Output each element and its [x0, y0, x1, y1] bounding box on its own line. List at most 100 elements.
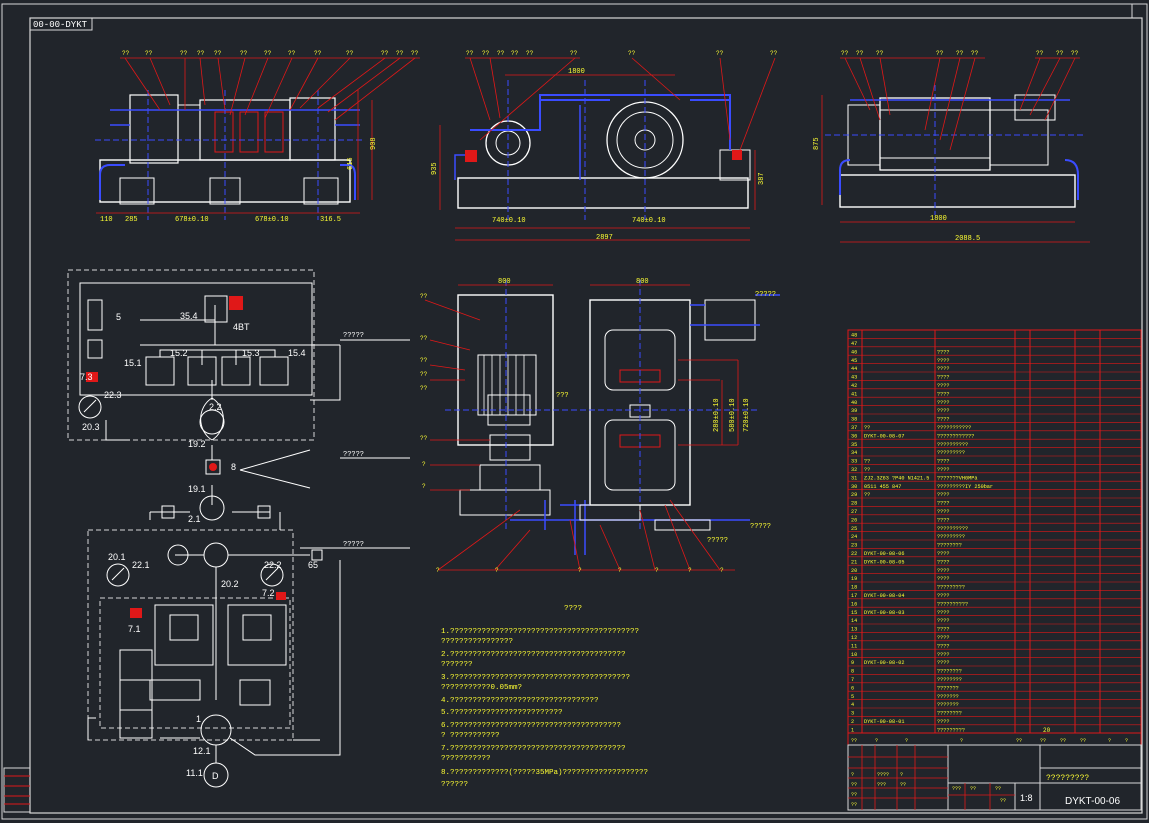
bom-row-no: 32 — [851, 467, 857, 473]
svg-text:??: ?? — [145, 50, 153, 57]
bom-row-name: ???? — [937, 366, 949, 372]
label-7-2: 7.2 — [262, 588, 275, 598]
bom-row-no: 45 — [851, 358, 857, 364]
label-2-2: 2.2 — [209, 402, 222, 412]
plan-dim-w1: 800 — [498, 278, 511, 286]
note-line: 4.????????????????????????????????? — [441, 697, 599, 705]
svg-text:??: ?? — [995, 786, 1001, 792]
bom-row-code: ?? — [864, 425, 870, 431]
bom-row-name: ???? — [937, 576, 949, 582]
label-4bt: 4BT — [233, 322, 250, 332]
right-dim-height: 875 — [813, 137, 821, 150]
outer-frame — [1, 3, 1148, 820]
bom-row-name: ???? — [937, 509, 949, 515]
plan-dim-v3: 720±0.10 — [743, 398, 751, 432]
bom-row-no: 14 — [851, 618, 857, 624]
svg-text:??: ?? — [1040, 738, 1046, 744]
svg-text:??: ?? — [851, 738, 857, 744]
bom-row-no: 31 — [851, 475, 857, 481]
bom-row-no: 35 — [851, 442, 857, 448]
title-tag: 00-00-DYKT — [33, 20, 88, 30]
svg-text:??: ?? — [420, 335, 428, 342]
label-20-2: 20.2 — [221, 579, 239, 589]
bom-row-no: 15 — [851, 610, 857, 616]
label-22-2: 22.2 — [264, 560, 282, 570]
bom-row-name: ???????VH0MPa — [937, 475, 977, 481]
svg-text:?: ? — [436, 567, 440, 574]
bom-row-name: ???? — [937, 618, 949, 624]
bom-row-name: ???? — [937, 627, 949, 633]
bom-row-name: ???? — [937, 559, 949, 565]
label-20-1: 20.1 — [108, 552, 126, 562]
bom-row-code: DYKT-00-08-06 — [864, 551, 904, 557]
label-15-2: 15.2 — [170, 348, 188, 358]
label-7-3: 7.3 — [80, 372, 93, 382]
label-15-1: 15.1 — [124, 358, 142, 368]
svg-text:??: ?? — [876, 50, 884, 57]
front-view: ?????? ?????? ?????? ?????? ?? 110 285 6… — [95, 50, 420, 224]
bom-row-name: ???? — [937, 593, 949, 599]
bom-row-name: ???? — [937, 358, 949, 364]
bom-row-name: ??????????? — [937, 425, 971, 431]
side-view: ?????? ?????? ?????? 1800 935 387 740±0.… — [431, 50, 778, 242]
notes-heading: ???? — [564, 605, 582, 613]
bom-row-name: ???? — [937, 643, 949, 649]
plan-dim-w2: 800 — [636, 278, 649, 286]
bom-row-name: ??????? — [937, 702, 959, 708]
bom-row-no: 11 — [851, 643, 857, 649]
bom-row-code: DYKT-00-08-07 — [864, 433, 904, 439]
svg-text:??: ?? — [314, 50, 322, 57]
svg-text:??: ?? — [936, 50, 944, 57]
bom-row-name: ???? — [937, 417, 949, 423]
svg-text:?: ? — [875, 738, 878, 744]
svg-text:??: ?? — [900, 782, 906, 788]
bom-row-name: ???? — [937, 391, 949, 397]
front-dim-2: 285 — [125, 216, 138, 224]
bom-row-no: 12 — [851, 635, 857, 641]
side-dim-2: 740±0.10 — [632, 217, 666, 225]
svg-text:??: ?? — [716, 50, 724, 57]
svg-text:??: ?? — [511, 50, 519, 57]
note-line: 1.??????????????????????????????????????… — [441, 628, 639, 636]
outlet-1: ????? — [343, 332, 364, 340]
inner-frame — [29, 17, 1143, 814]
svg-text:??: ?? — [851, 792, 857, 798]
bom-row-name: ???? — [937, 492, 949, 498]
bom-row-no: 36 — [851, 433, 857, 439]
bom-row-no: 4 — [851, 702, 854, 708]
bom-row-name: ???? — [937, 408, 949, 414]
bom-row-no: 18 — [851, 585, 857, 591]
svg-text:??: ?? — [420, 293, 428, 300]
svg-text:??: ?? — [420, 371, 428, 378]
note-line: 6.?????????????????????????????????????? — [441, 722, 621, 730]
svg-text:?: ? — [422, 461, 426, 468]
bom-row-name: ???? — [937, 719, 949, 725]
bom-row-name: ?????????? — [937, 601, 968, 607]
side-dim-total: 2897 — [596, 234, 613, 242]
svg-text:??: ?? — [482, 50, 490, 57]
bom-row-no: 10 — [851, 652, 857, 658]
front-dim-4: 678±0.10 — [255, 216, 289, 224]
bom-row-name: ???? — [937, 635, 949, 641]
bom-row-code: ?? — [864, 492, 870, 498]
label-19-2: 19.2 — [188, 439, 206, 449]
bom-row-name: ???? — [937, 349, 949, 355]
right-view: ?????? ?????? ?????? 875 1800 2088.5 — [813, 50, 1090, 243]
svg-text:??: ?? — [971, 50, 979, 57]
bom-row-no: 21 — [851, 559, 857, 565]
drawing-name: ????????? — [1046, 774, 1089, 783]
bom-row-no: 8 — [851, 669, 854, 675]
svg-text:??: ?? — [526, 50, 534, 57]
plan-dim-v2: 580±0.10 — [729, 398, 737, 432]
svg-text:?: ? — [960, 738, 963, 744]
svg-text:??: ?? — [1000, 798, 1006, 804]
plan-callout-top: ????? — [755, 291, 776, 299]
bom-row-no: 25 — [851, 526, 857, 532]
label-19-1: 19.1 — [188, 484, 206, 494]
svg-text:??: ?? — [1016, 738, 1022, 744]
svg-text:??: ?? — [1056, 50, 1064, 57]
front-dim-3: 678±0.10 — [175, 216, 209, 224]
svg-text:??: ?? — [180, 50, 188, 57]
svg-text:???: ??? — [952, 786, 961, 792]
